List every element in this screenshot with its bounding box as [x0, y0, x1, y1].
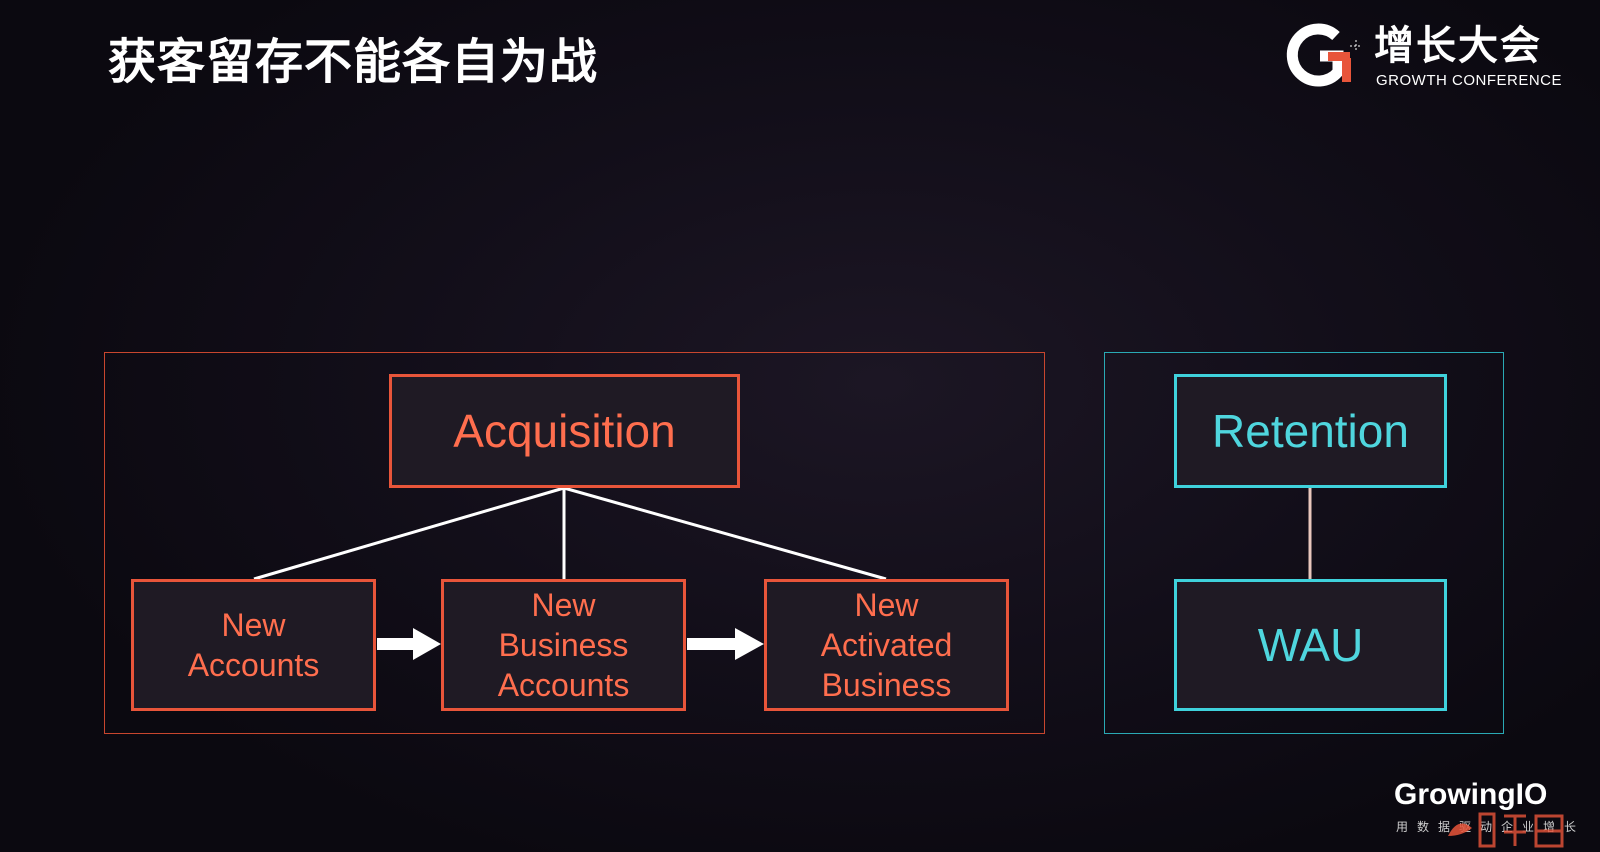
node-new-activated-business: New Activated Business [764, 579, 1009, 711]
node-acquisition-label: Acquisition [453, 405, 676, 457]
slide-title: 获客留存不能各自为战 [108, 34, 599, 90]
brand-name: GrowingIO [1394, 778, 1548, 811]
logo-english-text: GROWTH CONFERENCE [1376, 72, 1562, 89]
arrow-new-business-accounts-to-new-activated-business [687, 628, 764, 660]
node-wau: WAU [1174, 579, 1447, 711]
node-new-activated-business-label: New Activated Business [820, 587, 953, 703]
node-new-business-accounts: New Business Accounts [441, 579, 686, 711]
node-retention: Retention [1174, 374, 1447, 488]
brand-tagline: 用数据驱动企业增长 [1396, 820, 1586, 834]
node-new-accounts: New Accounts [131, 579, 376, 711]
node-wau-label: WAU [1257, 619, 1364, 671]
conference-logo: 增长大会 GROWTH CONFERENCE [1284, 22, 1584, 92]
node-new-business-accounts-label: New Business Accounts [497, 587, 630, 703]
arrow-new-accounts-to-new-business-accounts [377, 628, 441, 660]
logo-chinese-text: 增长大会 [1374, 23, 1542, 69]
retention-group-frame [1104, 352, 1504, 734]
fish-logo-icon [1448, 812, 1564, 848]
edge-acquisition-new-activated-business [563, 486, 887, 581]
acquisition-group-frame [104, 352, 1045, 734]
node-retention-label: Retention [1212, 405, 1409, 457]
node-acquisition: Acquisition [389, 374, 740, 488]
growth-conference-g-icon [1286, 23, 1362, 87]
growingio-brand: GrowingIO 用数据驱动企业增长 [1390, 778, 1590, 848]
node-new-accounts-label: New Accounts [187, 607, 320, 683]
edge-acquisition-new-accounts [253, 486, 565, 581]
